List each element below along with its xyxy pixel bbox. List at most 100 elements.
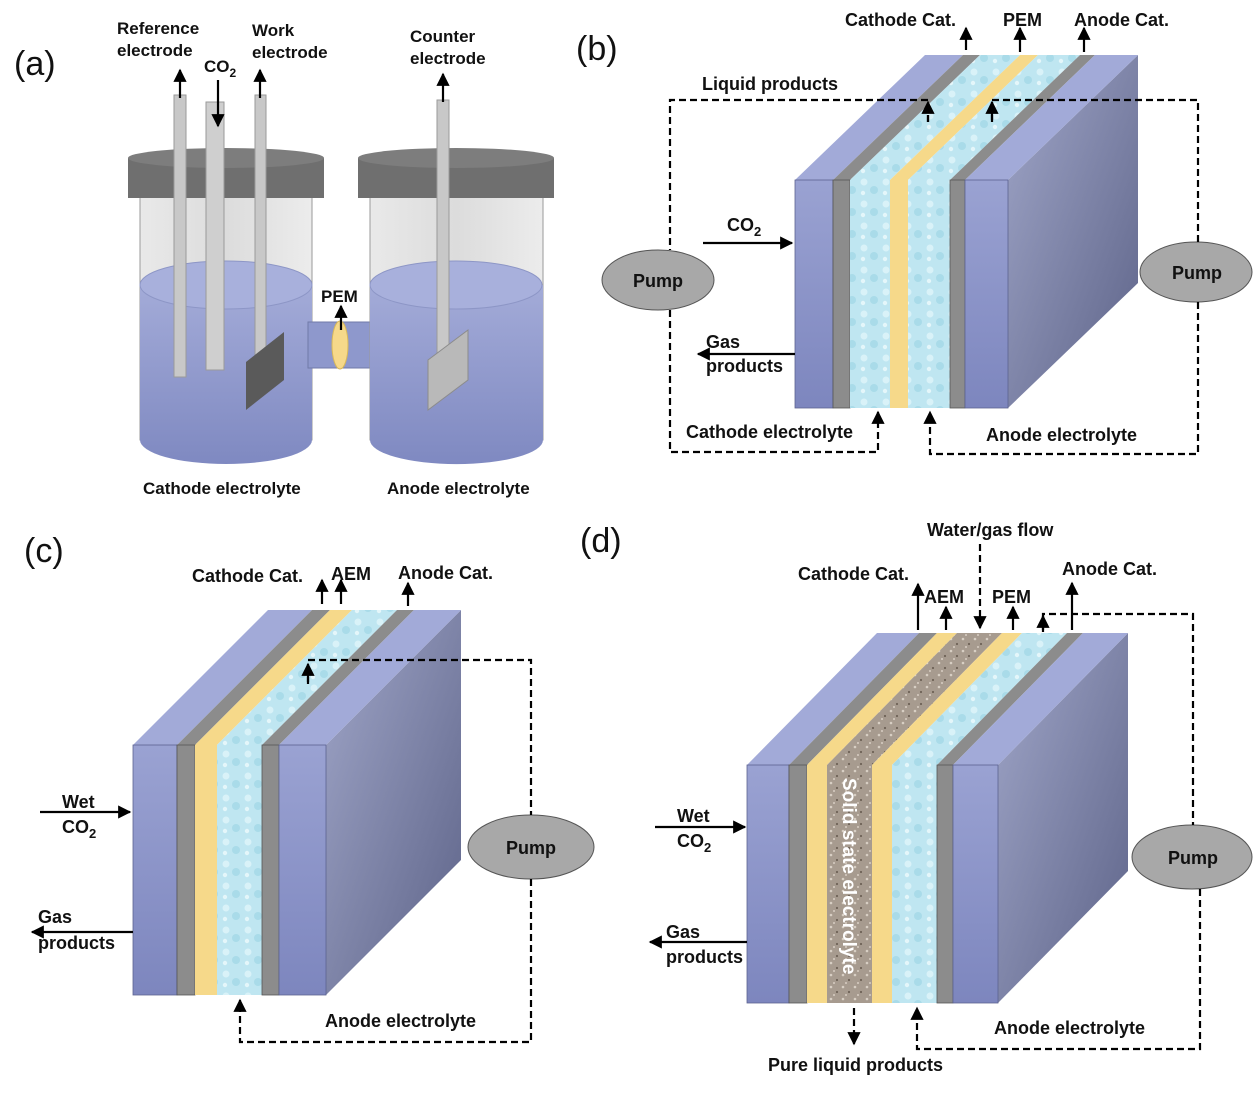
co2-label-a: CO2: [204, 57, 237, 80]
cathode-cat-label-d: Cathode Cat.: [798, 564, 909, 584]
anode-cat-top-d: [937, 633, 1083, 765]
anode-beaker: [358, 99, 554, 465]
cathode-lid-top: [128, 148, 324, 168]
anode-plate-b: [964, 179, 1009, 409]
co2-label-c-main: CO: [62, 817, 89, 837]
pump-label-d: Pump: [1168, 848, 1218, 868]
aem-top-c: [195, 610, 352, 745]
anode-loop-bottom-b: [923, 302, 1200, 456]
aem-label-c: AEM: [331, 564, 371, 584]
co2-label-d: CO2: [677, 831, 711, 855]
counter-label-line1: Counter: [410, 27, 476, 46]
cathode-cat-top-b: [833, 55, 980, 180]
gas-products-label-c-line1: Gas: [38, 907, 72, 927]
solid-state-electrolyte-label: Solid state electrolyte: [838, 778, 859, 974]
aem-top-d: [807, 633, 957, 765]
cathode-liquid: [140, 285, 312, 464]
anode-loop-bottom-d: [910, 889, 1202, 1051]
cathode-cat-d: [788, 764, 808, 1004]
reference-label-line1: Reference: [117, 19, 199, 38]
anode-electrolyte-c: [217, 745, 262, 995]
cathode-electrolyte-label-b: Cathode electrolyte: [686, 422, 853, 442]
anode-electrolyte-d: [892, 765, 937, 1003]
cathode-cat-top-d: [789, 633, 937, 765]
co2-label-d-sub: 2: [704, 840, 711, 855]
cathode-cat-c: [176, 744, 196, 996]
anode-electrolyte-top-b: [908, 55, 1080, 180]
cell-side-d: [998, 633, 1128, 1003]
co2-label-b: CO2: [727, 215, 761, 239]
solid-electrolyte-d: [827, 765, 872, 1003]
co2-label-b-main: CO: [727, 215, 754, 235]
cathode-electrolyte-label-a: Cathode electrolyte: [143, 479, 301, 498]
anode-lid-top: [358, 148, 554, 168]
panel-a: (a): [14, 19, 554, 498]
anode-electrolyte-label-c: Anode electrolyte: [325, 1011, 476, 1031]
anode-cat-label-c: Anode Cat.: [398, 563, 493, 583]
co2-label-b-sub: 2: [754, 224, 761, 239]
aem-label-d: AEM: [924, 587, 964, 607]
pump-label-c: Pump: [506, 838, 556, 858]
pump-left-b: [601, 249, 715, 311]
co2-label-c-sub: 2: [89, 826, 96, 841]
anode-cat-c: [261, 744, 280, 996]
panel-d: (d) Solid state electrolyte: [580, 520, 1253, 1075]
pem-top-d: [872, 633, 1022, 765]
co2-label-c: CO2: [62, 817, 96, 841]
liquid-products-label-b: Liquid products: [702, 74, 838, 94]
cathode-plate-b: [794, 179, 834, 409]
anode-plate-c: [278, 744, 327, 996]
pump-right-label-b: Pump: [1172, 263, 1222, 283]
panel-a-letter: (a): [14, 45, 56, 83]
wet-label-c: Wet: [62, 792, 95, 812]
anode-electrolyte-label-b: Anode electrolyte: [986, 425, 1137, 445]
pem-top-b: [890, 55, 1038, 180]
gas-products-label-b-line1: Gas: [706, 332, 740, 352]
anode-plate-d: [952, 764, 999, 1004]
cathode-electrolyte-b: [850, 180, 890, 408]
pump-right-b: [1139, 241, 1253, 303]
pem-d: [872, 765, 892, 1003]
anode-cat-d: [936, 764, 954, 1004]
gas-products-label-d-line1: Gas: [666, 922, 700, 942]
pem-b: [890, 180, 908, 408]
co2-label-a-main: CO: [204, 57, 230, 76]
anode-electrolyte-top-d: [892, 633, 1067, 765]
anode-cat-top-b: [950, 55, 1095, 180]
work-electrode-plate: [246, 332, 284, 410]
aem-d: [807, 765, 827, 1003]
cathode-plate-top-c: [133, 610, 312, 745]
anode-cat-label-d: Anode Cat.: [1062, 559, 1157, 579]
pem-label-a: PEM: [321, 287, 358, 306]
anode-cat-top-c: [262, 610, 414, 745]
counter-electrode-rod: [436, 99, 450, 359]
cathode-cat-label-c: Cathode Cat.: [192, 566, 303, 586]
anode-cat-label-b: Anode Cat.: [1074, 10, 1169, 30]
cathode-loop-bottom-b: [668, 310, 885, 454]
anode-electrolyte-label-d: Anode electrolyte: [994, 1018, 1145, 1038]
anode-loop-bottom-c: [233, 879, 533, 1044]
panel-b-letter: (b): [576, 30, 618, 68]
anode-plate-top-c: [279, 610, 461, 745]
pem-label-d: PEM: [992, 587, 1031, 607]
aem-c: [195, 745, 217, 995]
reference-label-line2: electrode: [117, 41, 193, 60]
pump-left-label-b: Pump: [633, 271, 683, 291]
anode-plate-top-b: [965, 55, 1138, 180]
counter-electrode-plate: [427, 329, 469, 411]
anode-electrolyte-b: [908, 180, 950, 408]
cathode-electrolyte-top-b: [850, 55, 1020, 180]
gas-products-label-d-line2: products: [666, 947, 743, 967]
co2-label-a-sub: 2: [230, 66, 237, 80]
co2-label-d-main: CO: [677, 831, 704, 851]
work-label-line2: electrode: [252, 43, 328, 62]
anode-liquid-surface: [369, 260, 543, 310]
cell-side-c: [326, 610, 461, 995]
cathode-plate-d: [746, 764, 790, 1004]
cathode-liquid-surface: [139, 260, 313, 310]
cathode-plate-top-d: [747, 633, 919, 765]
pure-liquid-products-label-d: Pure liquid products: [768, 1055, 943, 1075]
cathode-cat-label-b: Cathode Cat.: [845, 10, 956, 30]
